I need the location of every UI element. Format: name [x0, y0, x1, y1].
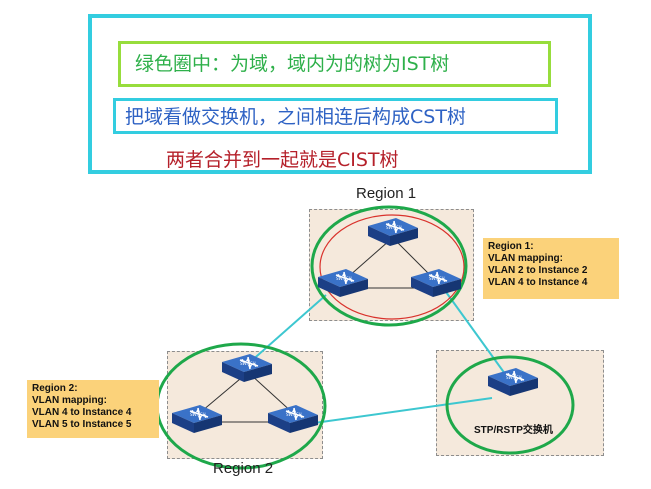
- region1-circle: [310, 205, 468, 327]
- switch-icon-text: SWITCH: [286, 412, 302, 417]
- ist-outline-r1: [319, 214, 465, 320]
- switch-r2-right: SWITCH: [267, 404, 319, 434]
- region1-label: Region 1: [356, 185, 417, 202]
- info1-line-2: VLAN mapping:: [488, 253, 563, 264]
- info1-line-1: Region 1:: [488, 241, 534, 252]
- link-r1-stp: [445, 291, 509, 379]
- info2-line-4: VLAN 5 to Instance 5: [32, 419, 132, 430]
- info1-line-4: VLAN 4 to Instance 4: [488, 277, 588, 288]
- switch-r2-top: SWITCH: [221, 353, 273, 383]
- stp-switch-label: STP/RSTP交换机: [474, 425, 553, 436]
- region1-vlan-info: Region 1: VLAN mapping: VLAN 2 to Instan…: [483, 238, 619, 299]
- switch-icon-text: SWITCH: [506, 375, 522, 380]
- annotation-frame: [88, 14, 592, 174]
- switch-r1-right: SWITCH: [410, 268, 462, 298]
- switch-icon-text: SWITCH: [190, 412, 206, 417]
- region2-vlan-info: Region 2: VLAN mapping: VLAN 4 to Instan…: [27, 380, 159, 438]
- info2-line-1: Region 2:: [32, 383, 78, 394]
- annotation-cst: 把域看做交换机，之间相连后构成CST树: [113, 98, 558, 134]
- info2-line-3: VLAN 4 to Instance 4: [32, 407, 132, 418]
- r2-link-b: [249, 373, 295, 415]
- info2-line-2: VLAN mapping:: [32, 395, 107, 406]
- annotation-ist: 绿色圈中：为域，域内为的树为IST树: [118, 41, 551, 87]
- region2-label: Region 2: [213, 460, 274, 477]
- switch-icon-text: SWITCH: [240, 361, 256, 366]
- stp-switch-circle: [445, 355, 575, 455]
- switch-stp: SWITCH: [487, 367, 539, 397]
- switch-icon-text: SWITCH: [429, 276, 445, 281]
- switch-r1-top: SWITCH: [367, 217, 419, 247]
- switch-icon-text: SWITCH: [336, 276, 352, 281]
- link-r1-r2: [248, 294, 327, 364]
- switch-r1-left: SWITCH: [317, 268, 369, 298]
- link-r2-stp: [299, 397, 493, 426]
- switch-icon-text: SWITCH: [386, 225, 402, 230]
- stp-switch-area: [436, 350, 604, 456]
- info1-line-3: VLAN 2 to Instance 2: [488, 265, 588, 276]
- annotation-cist: 两者合并到一起就是CIST树: [166, 149, 399, 171]
- switch-r2-left: SWITCH: [171, 404, 223, 434]
